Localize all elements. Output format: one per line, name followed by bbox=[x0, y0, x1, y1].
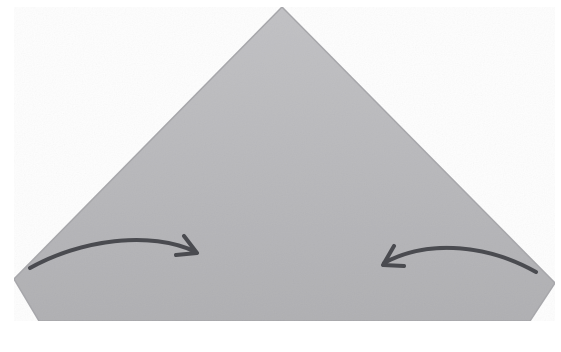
paper-sheet bbox=[14, 7, 555, 321]
